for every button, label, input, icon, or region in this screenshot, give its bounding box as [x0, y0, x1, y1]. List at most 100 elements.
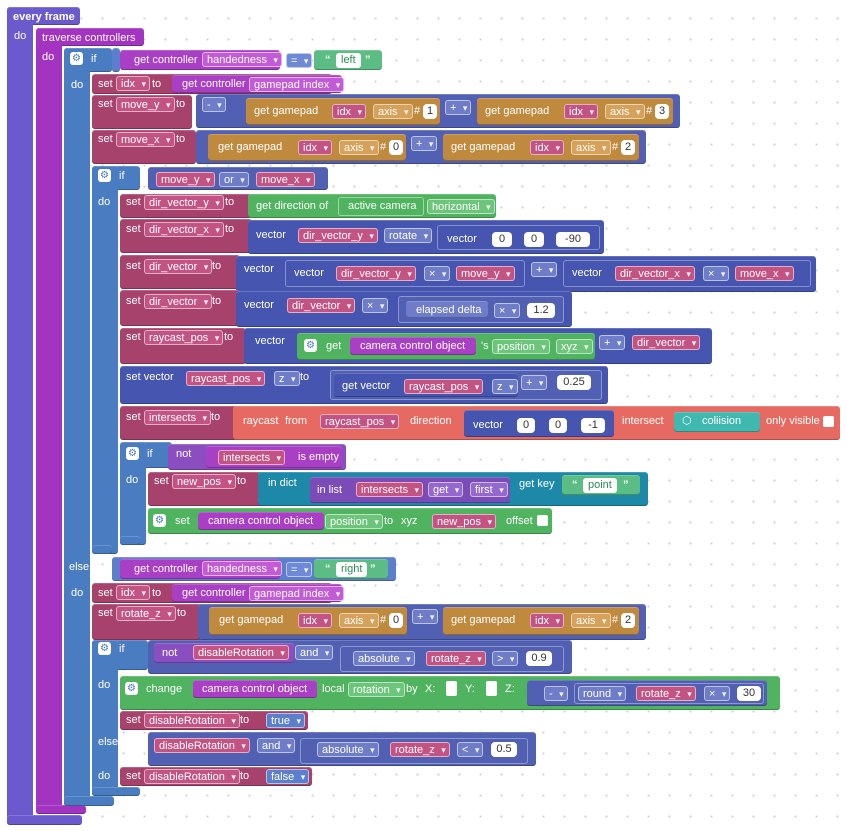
or-dropdown[interactable]: or: [219, 172, 249, 188]
plus-dropdown[interactable]: +: [599, 335, 626, 351]
gear-icon[interactable]: ⚙: [98, 642, 111, 655]
axis-dropdown[interactable]: axis: [571, 140, 611, 156]
rotate-z-dropdown[interactable]: rotate_z: [636, 686, 696, 702]
move-y-var-dropdown[interactable]: move_y: [116, 97, 175, 113]
plus-dropdown[interactable]: +: [521, 375, 548, 391]
direction-x-input[interactable]: 0: [517, 418, 535, 433]
minus-dropdown[interactable]: -: [202, 97, 226, 113]
multiply-dropdown[interactable]: ×: [704, 686, 731, 702]
get-dropdown[interactable]: get: [428, 482, 464, 498]
idx-dropdown[interactable]: idx: [564, 104, 599, 120]
greater-than-dropdown[interactable]: >: [492, 651, 519, 667]
vector-x-input[interactable]: 0: [492, 232, 512, 247]
dir-vector-dropdown[interactable]: dir_vector: [287, 298, 356, 314]
absolute-dropdown[interactable]: absolute: [353, 651, 415, 667]
move-x-var-dropdown[interactable]: move_x: [116, 132, 175, 148]
disable-rotation-dropdown[interactable]: disableRotation: [154, 738, 250, 754]
rotate-dropdown[interactable]: rotate: [384, 228, 433, 244]
idx-dropdown[interactable]: idx: [530, 613, 565, 629]
idx-dropdown[interactable]: idx: [332, 104, 367, 120]
rotate-z-dropdown[interactable]: rotate_z: [426, 651, 486, 667]
new-pos-var-dropdown[interactable]: new_pos: [172, 474, 237, 490]
dir-vector-var-dropdown[interactable]: dir_vector: [144, 259, 213, 275]
and-dropdown[interactable]: and: [295, 645, 334, 661]
axis-number-input[interactable]: 0: [389, 613, 403, 628]
axis-dropdown[interactable]: axis: [571, 613, 611, 629]
disable-rotation-var-dropdown[interactable]: disableRotation: [144, 713, 240, 729]
rotation-dropdown[interactable]: rotation: [348, 682, 405, 698]
axis-z-dropdown[interactable]: z: [492, 379, 518, 395]
direction-z-input[interactable]: -1: [581, 418, 605, 433]
plus-dropdown[interactable]: +: [531, 262, 558, 278]
gear-icon[interactable]: ⚙: [304, 339, 317, 352]
handedness-dropdown[interactable]: handedness: [202, 52, 282, 68]
negate-dropdown[interactable]: -: [544, 686, 568, 702]
disable-rotation-var-dropdown[interactable]: disableRotation: [144, 769, 240, 785]
plus-dropdown[interactable]: +: [411, 136, 438, 152]
x-value-slot[interactable]: [446, 681, 457, 696]
threshold-input[interactable]: 0.5: [491, 742, 517, 757]
dir-vector-y-var-dropdown[interactable]: dir_vector_y: [144, 195, 224, 211]
false-dropdown[interactable]: false: [266, 769, 310, 785]
move-x-dropdown[interactable]: move_x: [256, 172, 315, 188]
threshold-input[interactable]: 0.9: [526, 651, 552, 666]
gear-icon[interactable]: ⚙: [126, 447, 139, 460]
and-dropdown[interactable]: and: [257, 738, 296, 754]
position-dropdown[interactable]: position: [325, 514, 383, 530]
move-x-dropdown[interactable]: move_x: [735, 266, 794, 282]
axis-number-input[interactable]: 2: [621, 140, 635, 155]
raycast-pos-dropdown[interactable]: raycast_pos: [186, 371, 266, 387]
rotate-z-var-dropdown[interactable]: rotate_z: [116, 606, 176, 622]
axis-number-input[interactable]: 1: [423, 104, 437, 119]
offset-number-input[interactable]: 0.25: [557, 375, 591, 390]
first-dropdown[interactable]: first: [470, 482, 508, 498]
idx-var-dropdown[interactable]: idx: [116, 76, 151, 92]
axis-dropdown[interactable]: axis: [373, 104, 413, 120]
intersects-dropdown[interactable]: intersects: [218, 450, 286, 466]
vector-z-input[interactable]: -90: [556, 232, 590, 247]
camera-control-object-block[interactable]: [198, 512, 324, 530]
string-value[interactable]: left: [336, 53, 361, 68]
camera-control-object-block[interactable]: [350, 337, 476, 355]
xyz-dropdown[interactable]: xyz: [556, 339, 593, 355]
axis-number-input[interactable]: 3: [655, 104, 669, 119]
collision-group-block[interactable]: [674, 412, 760, 432]
axis-dropdown[interactable]: axis: [339, 613, 379, 629]
gear-icon[interactable]: ⚙: [70, 52, 83, 65]
traverse-controllers-block[interactable]: [36, 28, 144, 46]
multiply-dropdown[interactable]: ×: [494, 303, 521, 319]
idx-dropdown[interactable]: idx: [530, 140, 565, 156]
vector-y-input[interactable]: 0: [524, 232, 544, 247]
string-value[interactable]: right: [336, 562, 368, 577]
multiply-dropdown[interactable]: ×: [424, 266, 451, 282]
dir-vector-x-dropdown[interactable]: dir_vector_x: [615, 266, 695, 282]
idx-dropdown[interactable]: idx: [298, 140, 333, 156]
offset-checkbox[interactable]: [537, 515, 548, 526]
idx-dropdown[interactable]: idx: [298, 613, 333, 629]
absolute-dropdown[interactable]: absolute: [317, 742, 379, 758]
multiply-dropdown[interactable]: ×: [362, 298, 389, 314]
dir-vector-y-dropdown[interactable]: dir_vector_y: [336, 266, 416, 282]
equals-dropdown[interactable]: =: [286, 562, 313, 578]
intersects-dropdown[interactable]: intersects: [356, 482, 424, 498]
axis-z-dropdown[interactable]: z: [274, 371, 300, 387]
raycast-pos-dropdown[interactable]: raycast_pos: [404, 379, 484, 395]
key-string-value[interactable]: point: [583, 478, 617, 493]
plus-dropdown[interactable]: +: [412, 609, 439, 625]
active-camera-block[interactable]: [338, 197, 424, 216]
idx-var-dropdown[interactable]: idx: [116, 585, 151, 601]
axis-number-input[interactable]: 0: [389, 140, 403, 155]
multiply-dropdown[interactable]: ×: [703, 266, 730, 282]
axis-dropdown[interactable]: axis: [339, 140, 379, 156]
direction-dropdown[interactable]: horizontal: [427, 199, 495, 215]
gamepad-index-dropdown[interactable]: gamepad index: [249, 77, 345, 93]
scale-number-input[interactable]: 1.2: [527, 303, 555, 318]
gamepad-index-dropdown[interactable]: gamepad index: [249, 586, 345, 602]
y-value-slot[interactable]: [486, 681, 497, 696]
axis-number-input[interactable]: 2: [621, 613, 635, 628]
direction-y-input[interactable]: 0: [549, 418, 567, 433]
gear-icon[interactable]: ⚙: [153, 514, 166, 527]
true-dropdown[interactable]: true: [266, 713, 305, 729]
camera-control-object-block[interactable]: [193, 680, 317, 698]
dir-vector-x-var-dropdown[interactable]: dir_vector_x: [144, 222, 224, 238]
